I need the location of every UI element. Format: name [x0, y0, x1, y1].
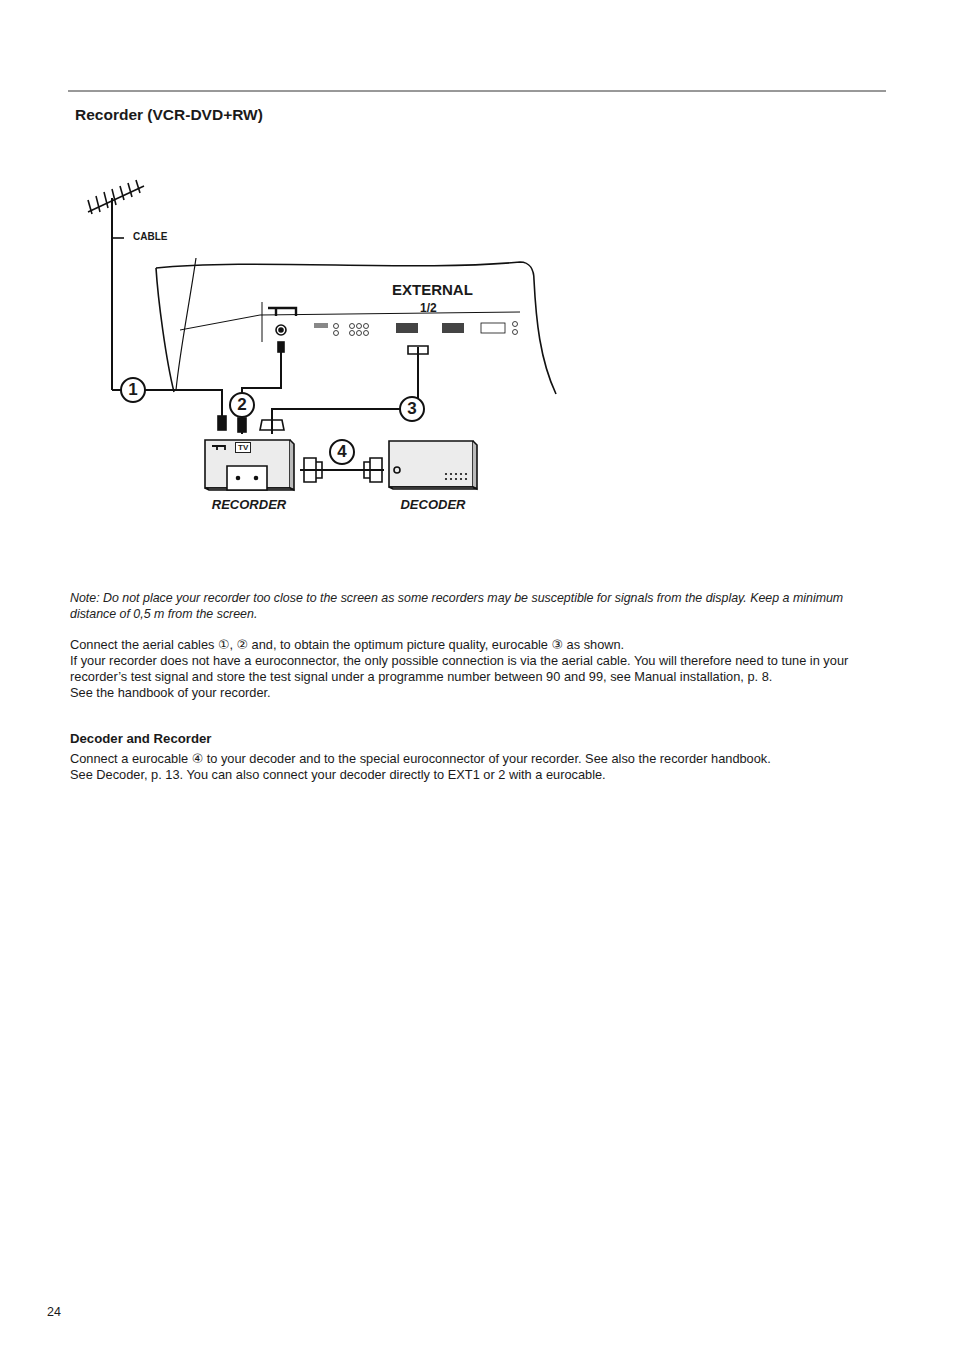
node-label: 1/2	[420, 301, 437, 315]
decoder-box: DECODER	[384, 437, 482, 520]
node-label: RECORDER	[212, 497, 286, 512]
page-number: 24	[47, 1305, 61, 1319]
decoder-dot	[465, 473, 467, 475]
callout-number: 1	[120, 377, 146, 403]
node-label: EXTERNAL	[392, 281, 473, 298]
antenna	[88, 180, 226, 430]
tv-panel: EXTERNAL 1/2	[155, 255, 545, 347]
decoder-dot	[455, 478, 457, 480]
paragraph: See Decoder, p. 13. You can also connect…	[70, 767, 880, 783]
decoder-dot	[460, 478, 462, 480]
cable-connector	[300, 470, 384, 471]
decoder-device	[389, 441, 477, 489]
paragraph: See the handbook of your recorder.	[70, 685, 880, 701]
paragraph: If your recorder does not have a eurocon…	[70, 653, 880, 685]
rule	[68, 91, 886, 92]
decoder-dot	[460, 473, 462, 475]
tv-set	[156, 258, 556, 394]
cable-label: CABLE	[133, 231, 167, 242]
cable-connector	[242, 347, 281, 434]
callout-number: 2	[229, 392, 255, 418]
decoder-dot	[450, 478, 452, 480]
cable-connector	[272, 347, 418, 434]
recorder-device	[205, 418, 382, 490]
section-heading: Decoder and Recorder	[70, 731, 470, 746]
paragraph: Connect a eurocable ④ to your decoder an…	[70, 751, 880, 767]
tv-tag: TV	[235, 442, 251, 453]
callout-number: 4	[329, 439, 355, 465]
paragraph: Connect the aerial cables ①, ② and, to o…	[70, 637, 880, 653]
page-title: Recorder (VCR-DVD+RW)	[75, 106, 263, 124]
note: Note: Do not place your recorder too clo…	[70, 590, 870, 622]
decoder-dot	[450, 473, 452, 475]
node-label: DECODER	[400, 497, 465, 512]
decoder-dot	[455, 473, 457, 475]
decoder-dot	[445, 478, 447, 480]
callout-number: 3	[399, 396, 425, 422]
decoder-dot	[445, 473, 447, 475]
decoder-dot	[465, 478, 467, 480]
